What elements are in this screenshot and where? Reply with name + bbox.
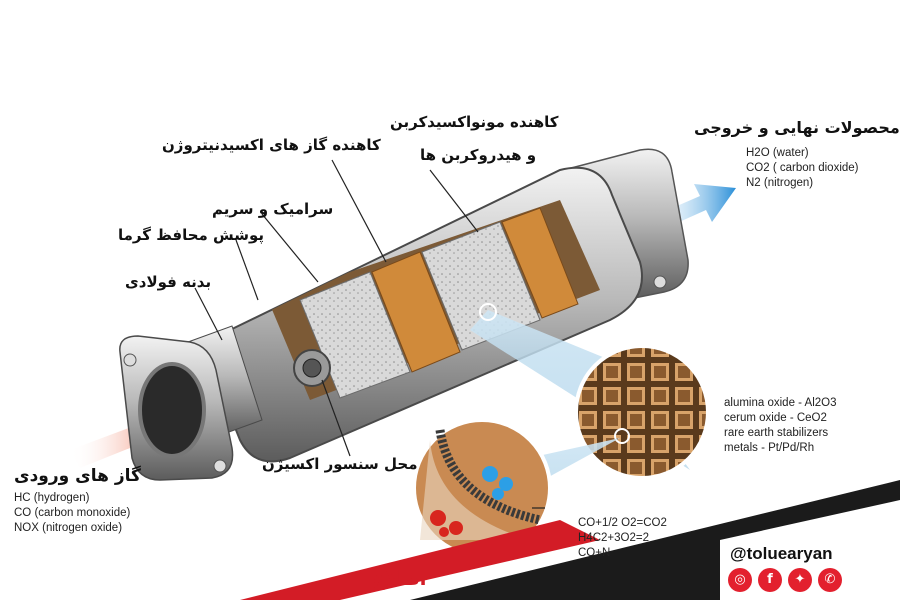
label-heat-shield: پوشش محافظ گرما	[118, 226, 265, 244]
outlet-gas-item: CO2 ( carbon dioxide)	[746, 162, 859, 174]
molecule-blue-1	[482, 466, 498, 482]
label-co-catalyst-line2: و هیدروکربن ها	[420, 146, 537, 164]
banner-red	[240, 520, 600, 600]
label-ceramic-cerium: سرامیک و سریم	[212, 200, 334, 218]
inlet-gas-item: HC (hydrogen)	[14, 492, 90, 504]
inlet-gas-item: CO (carbon monoxide)	[14, 507, 131, 519]
substrate-material-item: rare earth stabilizers	[724, 427, 829, 439]
molecule-blue-2	[499, 477, 513, 491]
label-nox-catalyst: کاهنده گاز های اکسیدنیتروژن	[162, 136, 381, 154]
brand-logo: اطلاع	[372, 566, 427, 590]
molecule-red-2	[449, 521, 463, 535]
reaction-item: CO+N	[578, 547, 611, 559]
label-steel-body: بدنه فولادی	[125, 273, 212, 291]
label-co-catalyst-line1: کاهنده مونواکسیدکربن	[390, 113, 559, 131]
coating-layer	[435, 429, 541, 525]
inlet-opening	[138, 362, 206, 458]
reaction-item: CO+1/2 O2=CO2	[578, 517, 667, 529]
outlet-gas-item: N2 (nitrogen)	[746, 177, 814, 189]
inlet-gases-list: HC (hydrogen) CO (carbon monoxide) NOX (…	[14, 491, 130, 536]
honeycomb-magnified	[574, 344, 710, 480]
inlet-gas-item: NOX (nitrogen oxide)	[14, 522, 123, 534]
ceramic-brick-2	[421, 221, 541, 351]
outlet-gas-item: H2O (water)	[746, 147, 809, 159]
nox-catalyst-band	[371, 251, 461, 373]
co-catalyst-band	[501, 207, 579, 319]
molecule-blue-3	[492, 488, 504, 500]
leader-lines	[194, 159, 545, 509]
social-icons: ◎ f ✦ ✆	[728, 568, 848, 594]
instagram-icon[interactable]: ◎	[728, 568, 752, 592]
social-handle[interactable]: @toluearyan	[730, 544, 833, 563]
substrate-material-item: cerum oxide - CeO2	[724, 412, 827, 424]
molecule-red-3	[439, 527, 449, 537]
facebook-icon[interactable]: f	[758, 568, 782, 592]
reactions-list: CO+1/2 O2=CO2 H4C2+3O2=2 CO+N	[578, 516, 667, 561]
substrate-material-item: alumina oxide - Al2O3	[724, 397, 837, 409]
outlet-gases-list: H2O (water) CO2 ( carbon dioxide) N2 (ni…	[746, 146, 859, 191]
molecule-red-1	[430, 510, 446, 526]
substrate-materials-list: alumina oxide - Al2O3 cerum oxide - CeO2…	[724, 396, 837, 456]
twitter-icon[interactable]: ✦	[788, 568, 812, 592]
reaction-item: H4C2+3O2=2	[578, 532, 649, 544]
substrate-material-item: metals - Pt/Pd/Rh	[724, 442, 815, 454]
label-outlet-title: محصولات نهایی و خروجی	[694, 118, 900, 137]
whatsapp-icon[interactable]: ✆	[818, 568, 842, 592]
label-oxygen-sensor: محل سنسور اکسیژن	[262, 455, 418, 473]
label-inlet-title: گاز های ورودی	[14, 466, 141, 486]
